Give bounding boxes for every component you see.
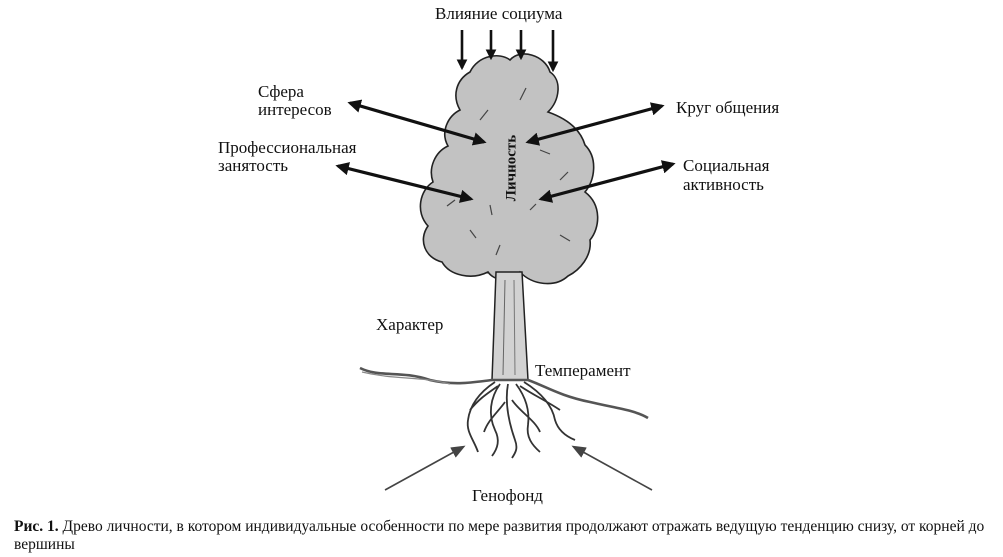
arrow-sphere-of-interests [347, 99, 487, 146]
temperament-label: Темперамент [535, 361, 631, 380]
tree-roots [466, 381, 576, 459]
professional-occupation-label-line2: занятость [218, 156, 289, 175]
interaction-arrows [335, 99, 676, 203]
figure-caption-text: Древо личности, в котором индивидуальные… [14, 518, 985, 553]
figure-caption: Рис. 1. Древо личности, в котором индиви… [14, 518, 999, 554]
circle-of-communication-label: Круг общения [676, 98, 780, 117]
ground-line [359, 366, 649, 420]
sphere-of-interests-label-line1: Сфера [258, 82, 304, 101]
social-influence-label: Влияние социума [435, 4, 563, 23]
personality-tree-diagram: Личность Влияние социума Сфера интересов… [218, 4, 780, 505]
arrow-professional-occupation [335, 162, 474, 203]
social-activity-label-line2: активность [683, 175, 764, 194]
gene-pool-label: Генофонд [472, 486, 543, 505]
figure-number: Рис. 1. [14, 518, 59, 535]
professional-occupation-label-line1: Профессиональная [218, 138, 357, 157]
personality-label: Личность [503, 134, 520, 202]
character-label: Характер [376, 315, 444, 334]
social-activity-label-line1: Социальная [683, 156, 770, 175]
tree-trunk [491, 271, 529, 381]
arrow-social-activity [538, 160, 676, 203]
sphere-of-interests-label-line2: интересов [258, 100, 332, 119]
arrow-circle-of-communication [525, 102, 665, 146]
gene-pool-arrows [384, 445, 653, 491]
social-influence-arrows [456, 30, 559, 73]
